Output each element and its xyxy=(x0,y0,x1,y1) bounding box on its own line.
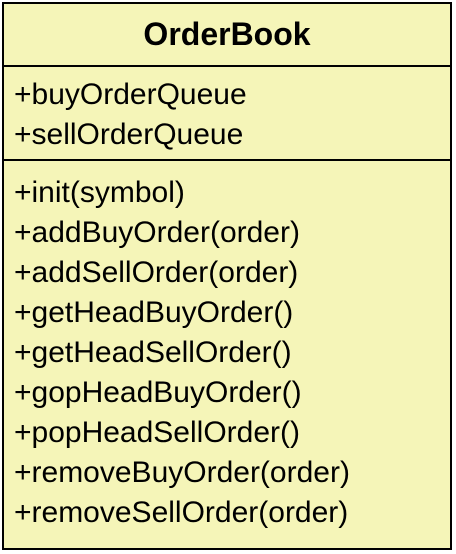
method-add-sell-order: +addSellOrder(order) xyxy=(14,256,299,289)
method-get-head-sell-order: +getHeadSellOrder() xyxy=(14,336,292,369)
attribute-buy-order-queue: +buyOrderQueue xyxy=(14,78,247,111)
uml-class-box[interactable]: OrderBook +buyOrderQueue +sellOrderQueue… xyxy=(2,2,452,550)
method-pop-head-sell-order: +popHeadSellOrder() xyxy=(14,416,300,449)
attribute-sell-order-queue: +sellOrderQueue xyxy=(14,118,244,151)
method-get-head-buy-order: +getHeadBuyOrder() xyxy=(14,296,294,329)
method-gop-head-buy-order: +gopHeadBuyOrder() xyxy=(14,376,302,409)
methods-compartment: +init(symbol) +addBuyOrder(order) +addSe… xyxy=(4,161,450,533)
method-remove-buy-order: +removeBuyOrder(order) xyxy=(14,456,350,489)
method-remove-sell-order: +removeSellOrder(order) xyxy=(14,496,349,529)
method-add-buy-order: +addBuyOrder(order) xyxy=(14,216,300,249)
class-name: OrderBook xyxy=(4,4,450,67)
attributes-compartment: +buyOrderQueue +sellOrderQueue xyxy=(4,67,450,161)
method-init: +init(symbol) xyxy=(14,176,185,209)
